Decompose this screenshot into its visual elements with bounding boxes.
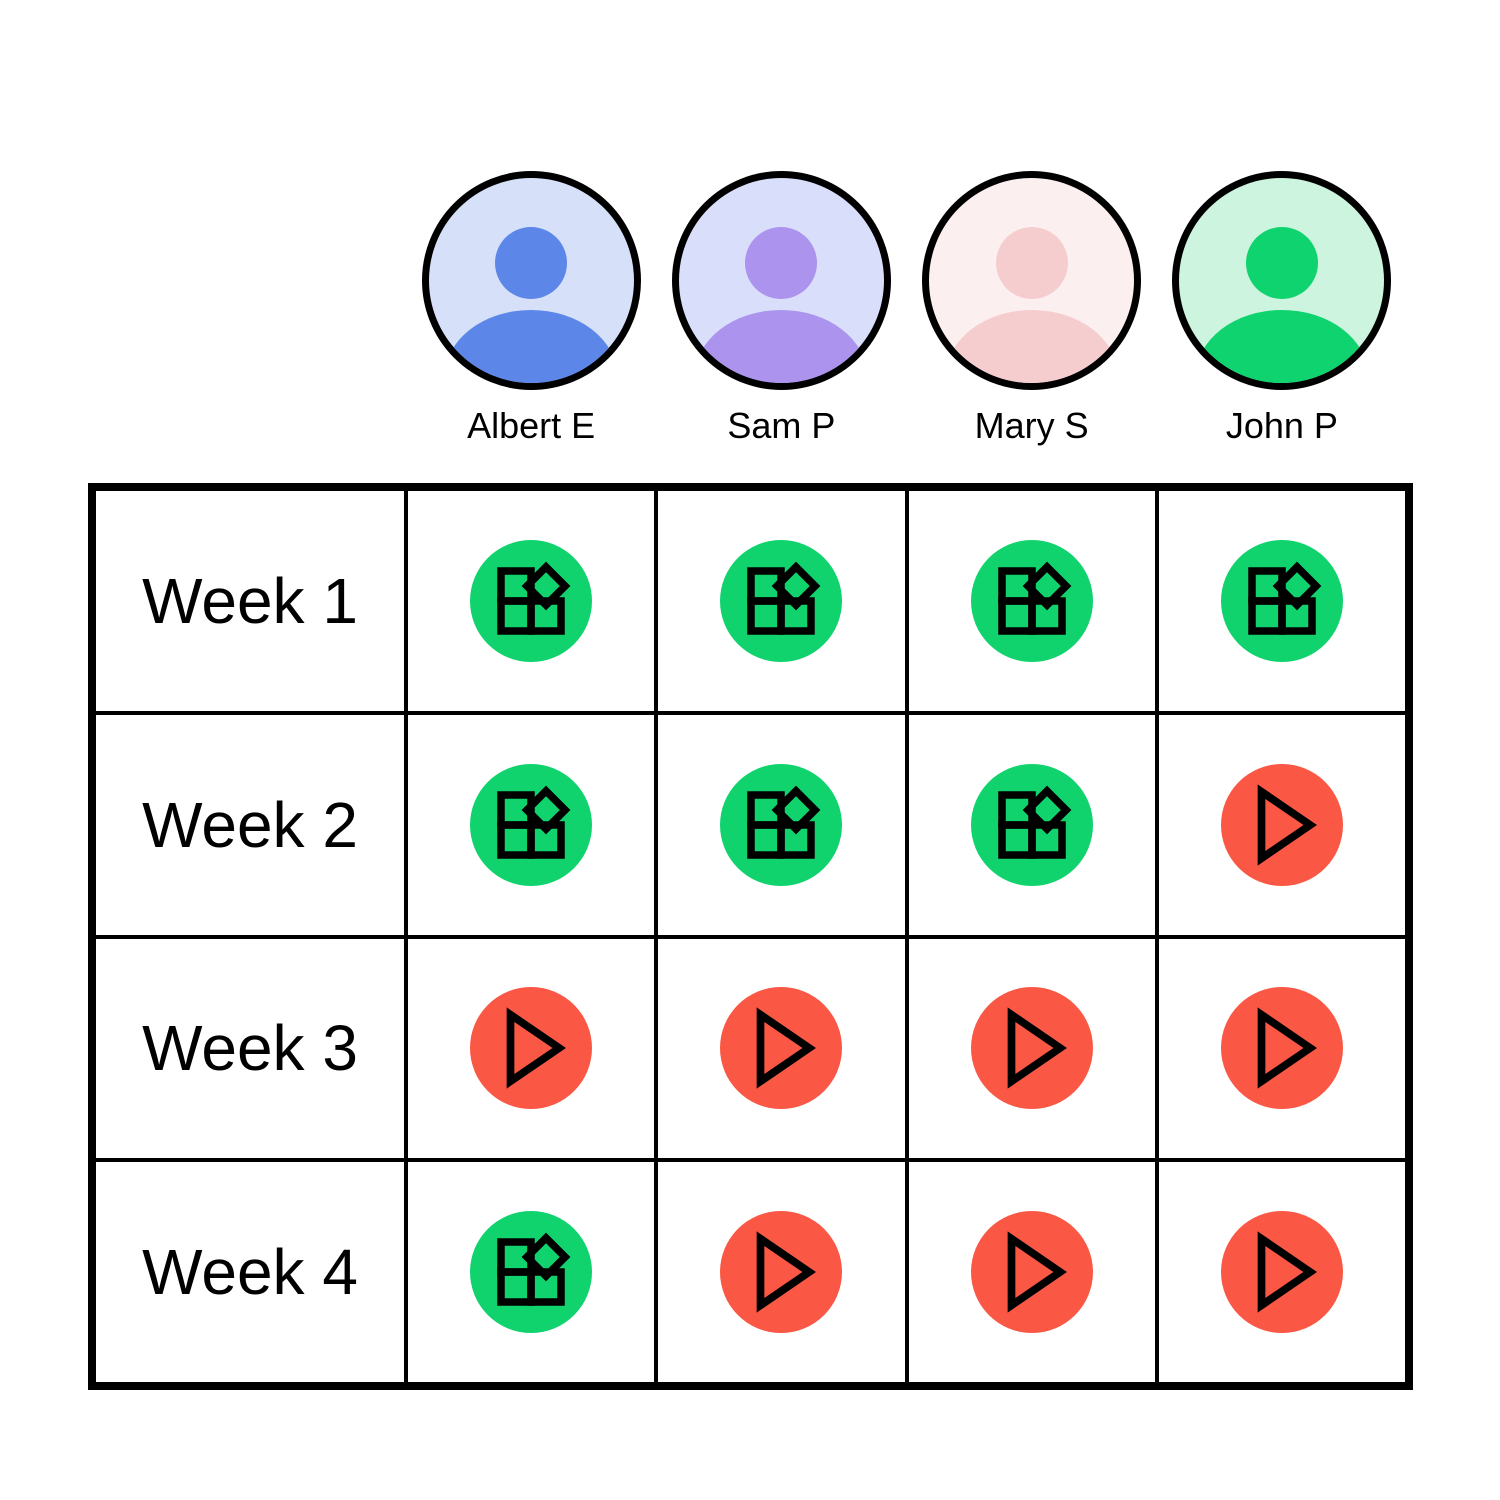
avatar[interactable] (671, 171, 891, 390)
status-chip-in_progress[interactable] (720, 987, 843, 1110)
person-icon (1195, 310, 1368, 383)
week-label: Week 4 (142, 1236, 358, 1309)
blocks-icon (497, 1232, 571, 1306)
person-icon (945, 310, 1118, 383)
status-chip-in_progress[interactable] (1220, 1211, 1343, 1334)
person-column-sam: Sam P (658, 171, 904, 446)
status-chip-done[interactable] (470, 539, 593, 662)
status-cell (408, 491, 655, 711)
status-cell (408, 1162, 655, 1382)
play-icon (757, 1231, 817, 1313)
week-label-cell: Week 2 (96, 714, 404, 935)
blocks-icon (497, 561, 571, 635)
status-chip-in_progress[interactable] (1220, 987, 1343, 1110)
blocks-icon (997, 785, 1072, 859)
status-cell (658, 1162, 905, 1382)
person-icon (745, 227, 818, 299)
person-column-john: John P (1159, 171, 1405, 446)
week-label: Week 2 (142, 788, 358, 861)
blocks-icon (997, 561, 1072, 635)
person-column-albert: Albert E (408, 171, 654, 446)
blocks-icon (747, 785, 821, 859)
people-header: Albert E Sam P Mary S John P (88, 171, 1413, 446)
status-chip-done[interactable] (1220, 539, 1343, 662)
status-cell (908, 714, 1155, 935)
status-cell (908, 938, 1155, 1159)
status-cell (1158, 1162, 1405, 1382)
status-chip-done[interactable] (970, 763, 1093, 886)
person-column-mary: Mary S (909, 171, 1155, 446)
avatar[interactable] (421, 171, 641, 390)
play-icon (1257, 784, 1317, 866)
status-chip-done[interactable] (970, 539, 1093, 662)
week-label-cell: Week 1 (96, 491, 404, 711)
play-icon (506, 1007, 567, 1089)
status-table: Week 1 (88, 483, 1413, 1390)
status-chip-in_progress[interactable] (1220, 763, 1343, 886)
person-name: Mary S (974, 405, 1089, 446)
play-icon (1257, 1231, 1317, 1313)
person-name: Sam P (727, 405, 836, 446)
blocks-icon (497, 785, 571, 859)
status-cell (408, 938, 655, 1159)
status-cell (1158, 491, 1405, 711)
blocks-icon (747, 561, 821, 635)
status-cell (1158, 714, 1405, 935)
status-chip-done[interactable] (720, 763, 843, 886)
status-cell (658, 714, 905, 935)
header-spacer (96, 171, 404, 446)
person-icon (695, 310, 868, 383)
status-chip-in_progress[interactable] (970, 1211, 1093, 1334)
person-icon (495, 227, 568, 299)
status-cell (658, 491, 905, 711)
status-chip-done[interactable] (470, 763, 593, 886)
status-chip-in_progress[interactable] (720, 1211, 843, 1334)
play-icon (1007, 1007, 1067, 1089)
status-cell (1158, 938, 1405, 1159)
week-label-cell: Week 3 (96, 938, 404, 1159)
status-chip-done[interactable] (470, 1211, 593, 1334)
play-icon (1257, 1007, 1317, 1089)
status-cell (908, 1162, 1155, 1382)
status-cell (908, 491, 1155, 711)
status-chip-in_progress[interactable] (470, 987, 593, 1110)
avatar[interactable] (922, 171, 1142, 390)
status-cell (408, 714, 655, 935)
person-icon (445, 310, 618, 383)
person-name: John P (1225, 405, 1338, 446)
status-chip-in_progress[interactable] (970, 987, 1093, 1110)
week-label: Week 3 (142, 1012, 358, 1085)
week-label-cell: Week 4 (96, 1162, 404, 1382)
status-cell (658, 938, 905, 1159)
person-name: Albert E (467, 405, 596, 446)
week-label: Week 1 (142, 564, 358, 637)
person-icon (995, 227, 1068, 299)
play-icon (1007, 1231, 1067, 1313)
blocks-icon (1248, 561, 1322, 635)
play-icon (757, 1007, 817, 1089)
person-icon (1245, 227, 1318, 299)
status-chip-done[interactable] (720, 539, 843, 662)
avatar[interactable] (1172, 171, 1392, 390)
